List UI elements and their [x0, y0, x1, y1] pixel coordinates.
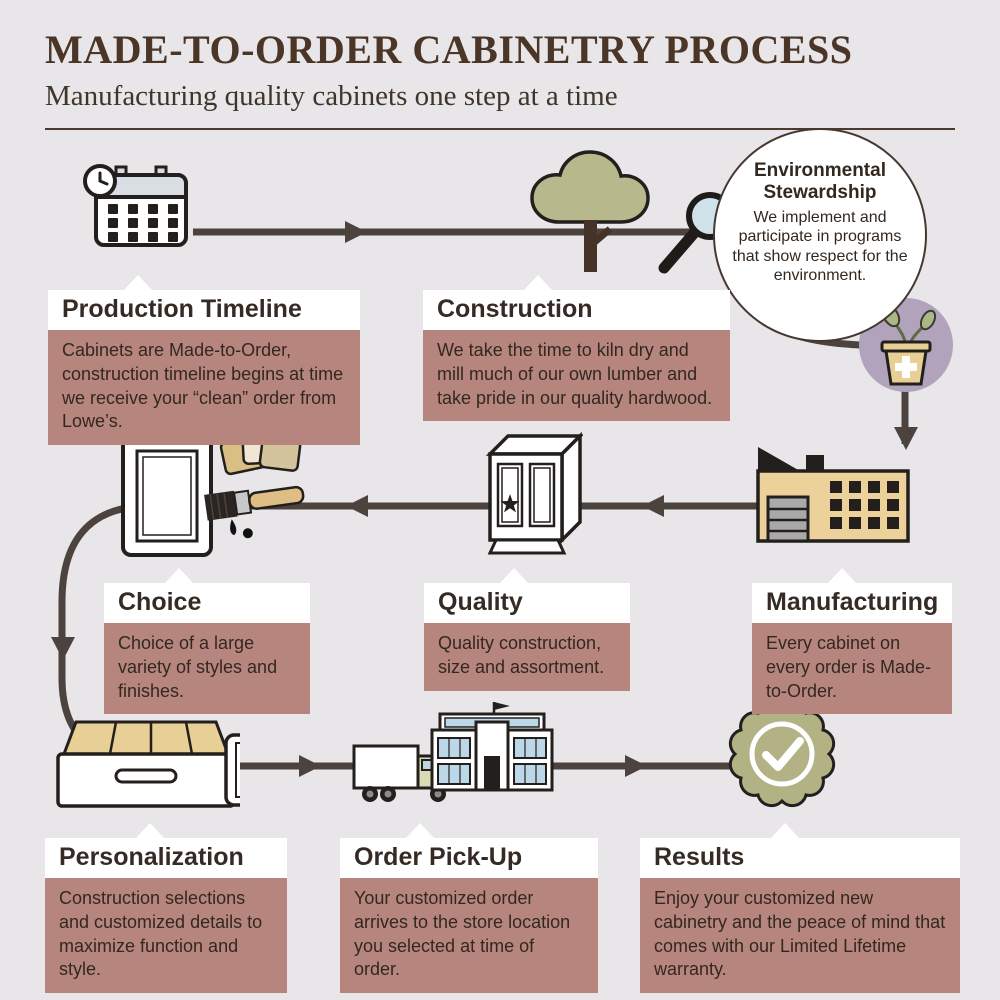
step-desc: Cabinets are Made-to-Order, construction…: [48, 330, 360, 445]
step-choice: Choice Choice of a large variety of styl…: [104, 568, 310, 715]
step-title: Construction: [423, 290, 730, 330]
callout-tail: [523, 275, 553, 291]
step-personalization: Personalization Construction selections …: [45, 823, 287, 993]
callout-tail: [827, 568, 857, 584]
environmental-title: Environmental Stewardship: [754, 160, 886, 203]
step-quality: Quality Quality construction, size and a…: [424, 568, 630, 691]
header-divider: [45, 128, 955, 130]
callout-tail: [405, 823, 435, 839]
step-desc: Enjoy your customized new cabinetry and …: [640, 878, 960, 993]
flow-arrowheads: [51, 221, 918, 777]
step-title: Manufacturing: [752, 583, 952, 623]
step-title: Personalization: [45, 838, 287, 878]
page-title: MADE-TO-ORDER CABINETRY PROCESS: [45, 27, 853, 72]
handle-icon: [224, 733, 240, 807]
door-swatches-paintbrush-icon: [121, 428, 305, 557]
step-title: Quality: [424, 583, 630, 623]
store-icon: [430, 702, 554, 792]
calendar-clock-icon: [83, 164, 188, 247]
step-desc: Construction selections and customized d…: [45, 878, 287, 993]
callout-tail: [499, 568, 529, 584]
paintbrush-icon: [204, 485, 305, 539]
step-title: Choice: [104, 583, 310, 623]
step-desc: Quality construction, size and assortmen…: [424, 623, 630, 691]
step-order-pickup: Order Pick-Up Your customized order arri…: [340, 823, 598, 993]
step-manufacturing: Manufacturing Every cabinet on every ord…: [752, 568, 952, 715]
environmental-stewardship-bubble: Environmental Stewardship We implement a…: [713, 128, 927, 342]
step-construction: Construction We take the time to kiln dr…: [423, 275, 730, 422]
step-desc: Choice of a large variety of styles and …: [104, 623, 310, 715]
environmental-desc: We implement and participate in programs…: [732, 208, 908, 285]
callout-tail: [123, 275, 153, 291]
callout-tail: [164, 568, 194, 584]
step-results: Results Enjoy your customized new cabine…: [640, 823, 960, 993]
step-title: Production Timeline: [48, 290, 360, 330]
step-desc: Every cabinet on every order is Made-to-…: [752, 623, 952, 715]
check-badge-icon: [728, 700, 836, 808]
page-subtitle: Manufacturing quality cabinets one step …: [45, 80, 618, 112]
step-title: Order Pick-Up: [340, 838, 598, 878]
tree-icon: [530, 150, 650, 272]
factory-icon: [756, 447, 910, 543]
callout-tail: [770, 823, 800, 839]
step-desc: We take the time to kiln dry and mill mu…: [423, 330, 730, 422]
callout-tail: [135, 823, 165, 839]
step-production-timeline: Production Timeline Cabinets are Made-to…: [48, 275, 360, 445]
step-desc: Your customized order arrives to the sto…: [340, 878, 598, 993]
cabinet-star-icon: [485, 431, 583, 555]
step-title: Results: [640, 838, 960, 878]
